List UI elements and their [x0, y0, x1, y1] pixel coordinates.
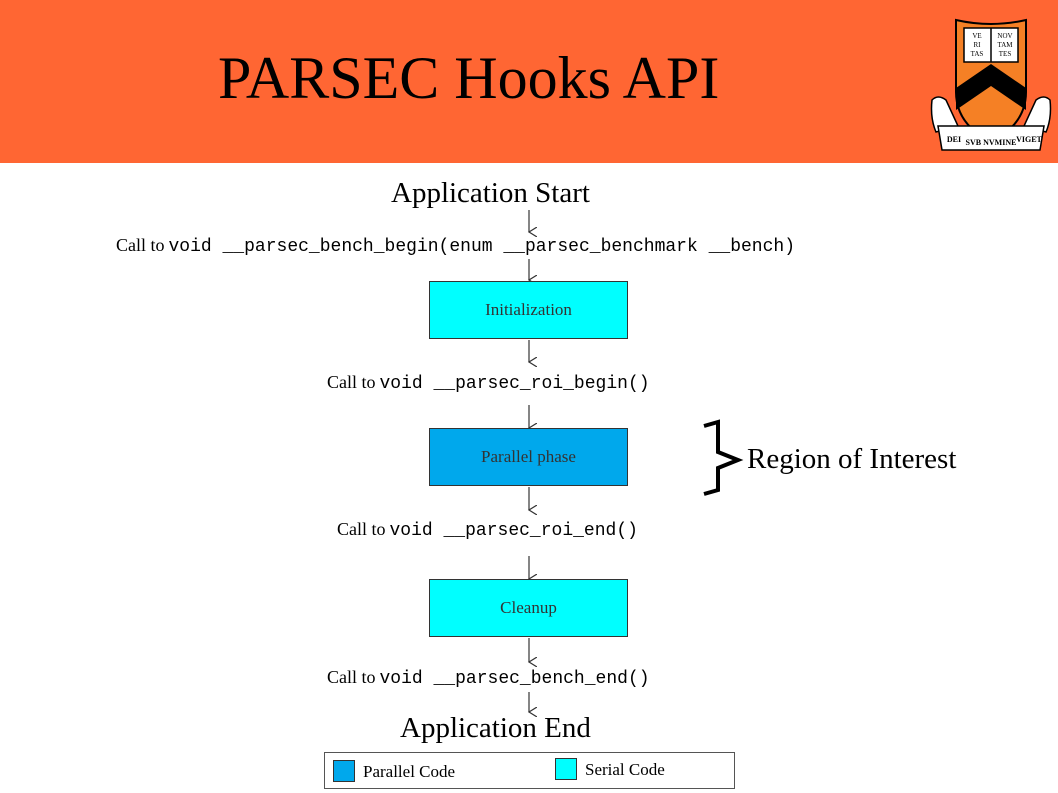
call-code: void __parsec_roi_end(): [389, 521, 638, 541]
shield-text-ve: VE: [972, 32, 981, 40]
call-code: void __parsec_bench_end(): [379, 669, 650, 689]
title-banner: PARSEC Hooks API VE RI TAS NOV TAM TES D…: [0, 0, 1058, 163]
legend: Parallel Code Serial Code: [324, 752, 735, 789]
box-initialization: Initialization: [429, 281, 628, 339]
shield-text-viget: VIGET: [1016, 135, 1042, 144]
legend-parallel-swatch: [333, 760, 355, 782]
application-end-label: Application End: [400, 712, 591, 744]
region-of-interest-label: Region of Interest: [747, 443, 957, 475]
call-prefix: Call to: [327, 667, 376, 687]
shield-text-tas: TAS: [971, 50, 984, 58]
call-prefix: Call to: [337, 519, 386, 539]
call-prefix: Call to: [327, 372, 376, 392]
shield-text-tam: TAM: [998, 41, 1014, 49]
application-start-label: Application Start: [391, 177, 590, 209]
legend-serial-swatch: [555, 758, 577, 780]
roi-brace: [703, 419, 744, 496]
legend-serial-label: Serial Code: [585, 760, 665, 779]
call-prefix: Call to: [116, 235, 165, 255]
box-label: Initialization: [485, 300, 572, 319]
call-roi-end: Call to void __parsec_roi_end(): [337, 520, 638, 540]
box-label: Parallel phase: [481, 447, 576, 466]
box-cleanup: Cleanup: [429, 579, 628, 637]
call-code: void __parsec_bench_begin(enum __parsec_…: [168, 237, 796, 257]
shield-text-tes: TES: [999, 50, 1012, 58]
page-title: PARSEC Hooks API: [218, 45, 720, 111]
call-roi-begin: Call to void __parsec_roi_begin(): [327, 373, 650, 393]
princeton-shield-icon: VE RI TAS NOV TAM TES DEI SVB NVMINE VIG…: [930, 18, 1052, 151]
shield-text-nov: NOV: [997, 32, 1012, 40]
call-bench-end: Call to void __parsec_bench_end(): [327, 668, 650, 688]
box-parallel-phase: Parallel phase: [429, 428, 628, 486]
call-bench-begin: Call to void __parsec_bench_begin(enum _…: [116, 236, 795, 256]
legend-parallel-label: Parallel Code: [363, 762, 456, 781]
shield-text-dei: DEI: [947, 135, 961, 144]
box-label: Cleanup: [500, 598, 557, 617]
shield-text-svb-nvmine: SVB NVMINE: [966, 138, 1017, 147]
call-code: void __parsec_roi_begin(): [379, 374, 650, 394]
shield-text-ri: RI: [974, 41, 982, 49]
